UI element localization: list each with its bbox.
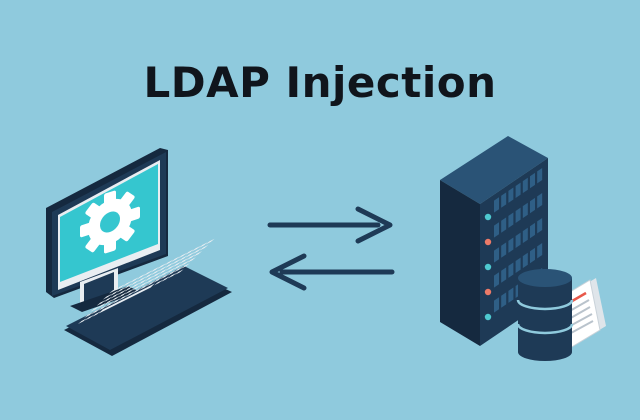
gear-icon xyxy=(80,190,140,254)
arrow-left-icon xyxy=(269,253,395,291)
page-title: LDAP Injection xyxy=(143,58,497,107)
database-icon xyxy=(516,269,574,361)
keyboard-icon xyxy=(64,238,232,356)
arrow-right-icon xyxy=(267,206,393,244)
